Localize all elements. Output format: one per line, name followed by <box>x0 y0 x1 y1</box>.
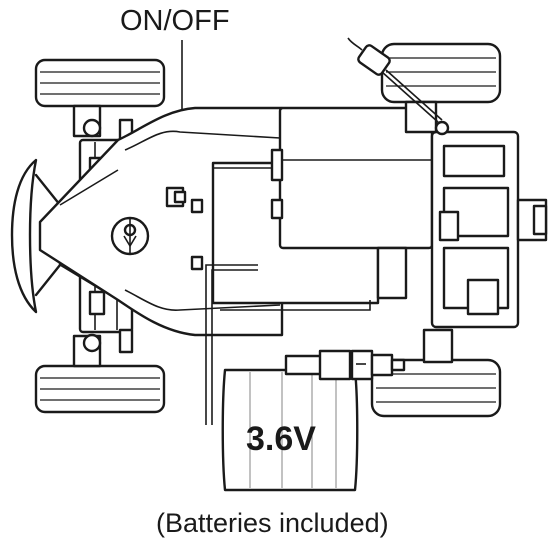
front-left-wheel <box>34 58 166 108</box>
rear-bottom-wheel <box>370 328 502 418</box>
wire-black-2 <box>205 264 258 425</box>
on-off-label: ON/OFF <box>120 5 230 37</box>
battery-voltage-label: 3.6V <box>246 420 316 458</box>
rear-left-wheel <box>34 364 166 414</box>
fairing-line-upper <box>59 169 119 206</box>
batteries-included-note: (Batteries included) <box>156 508 389 538</box>
chassis-hole-1 <box>190 198 204 214</box>
antenna-tool <box>347 37 450 136</box>
chassis-hole-2 <box>190 255 204 271</box>
motor-housing <box>270 106 434 250</box>
chassis-edge-top <box>124 130 281 151</box>
battery-pack <box>221 368 359 492</box>
gearbox <box>376 130 548 329</box>
power-switch <box>165 186 187 208</box>
wire-black-1 <box>211 269 258 425</box>
chassis-edge-bottom <box>124 289 281 311</box>
front-bumper <box>10 158 38 314</box>
battery-connector <box>284 349 406 381</box>
fairing-line-lower <box>59 264 119 301</box>
wire-internal <box>220 300 371 311</box>
steering-servo <box>110 216 150 256</box>
